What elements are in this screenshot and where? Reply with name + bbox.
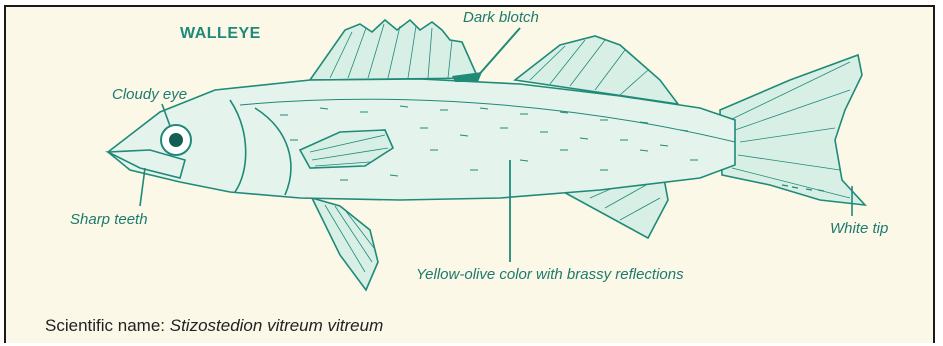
label-dark-blotch: Dark blotch [463,9,539,26]
pelvic-fin [312,198,378,290]
spiny-dorsal-fin [310,20,478,80]
caudal-fin [720,55,865,205]
label-white-tip: White tip [830,220,888,237]
scientific-name: Scientific name: Stizostedion vitreum vi… [45,316,383,336]
label-cloudy-eye: Cloudy eye [112,86,187,103]
label-sharp-teeth: Sharp teeth [70,211,148,228]
species-title: WALLEYE [180,25,261,43]
scientific-name-prefix: Scientific name: [45,316,165,335]
scientific-name-value: Stizostedion vitreum vitreum [170,316,384,335]
leader-dark-blotch [476,28,520,78]
label-body-color: Yellow-olive color with brassy reflectio… [416,266,684,283]
